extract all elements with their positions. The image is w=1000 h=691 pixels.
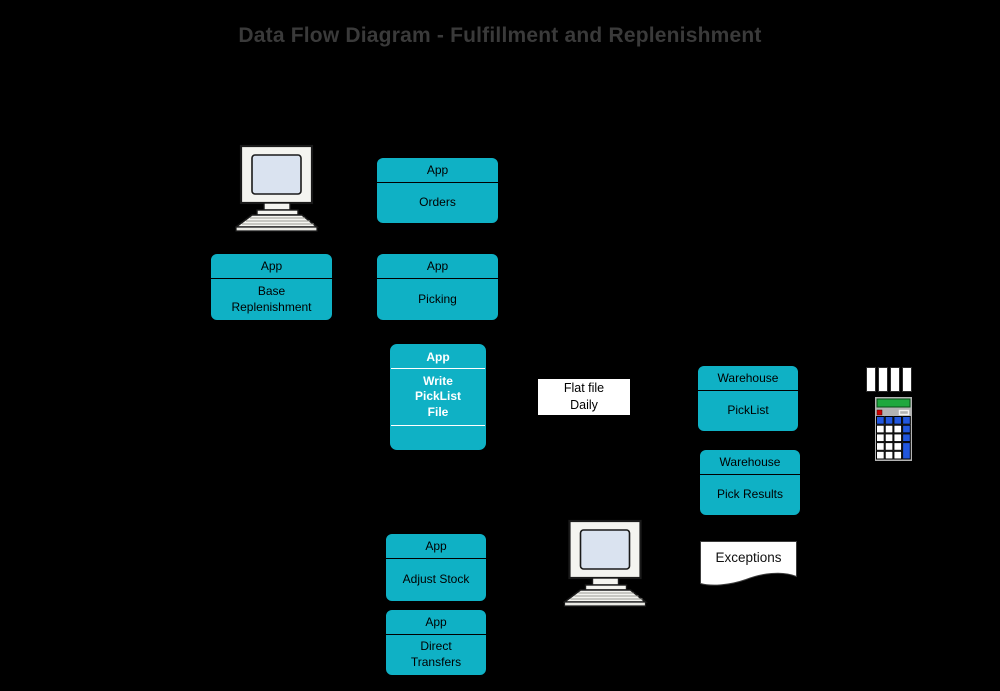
node-app-picking: App Picking — [376, 253, 499, 321]
node-header: Warehouse — [700, 450, 800, 475]
node-app-orders: App Orders — [376, 157, 499, 224]
node-header: Warehouse — [698, 366, 798, 391]
node-label: Picking — [418, 291, 457, 306]
node-app-base-replenishment: App Base Replenishment — [210, 253, 333, 321]
desktop-computer-icon — [235, 144, 319, 232]
node-footer — [391, 425, 485, 449]
paper-strips-icon — [866, 367, 912, 392]
node-label: Pick Results — [716, 487, 784, 502]
node-header: App — [391, 345, 485, 369]
node-label: PickList — [727, 403, 769, 418]
node-app-direct-transfers: App Direct Transfers — [385, 609, 487, 676]
node-exceptions-document: Exceptions — [700, 541, 797, 588]
node-label: Orders — [419, 195, 456, 210]
handheld-terminal-icon — [873, 395, 914, 463]
node-header: App — [386, 610, 486, 635]
node-header: App — [377, 254, 498, 279]
node-header: App — [377, 158, 498, 183]
node-flat-file-daily: Flat file Daily — [536, 377, 632, 417]
diagram-title: Data Flow Diagram - Fulfillment and Repl… — [238, 24, 762, 47]
paper-strip — [866, 367, 876, 392]
node-label: Adjust Stock — [402, 572, 470, 587]
paper-strip — [890, 367, 900, 392]
desktop-computer-icon — [563, 519, 648, 607]
node-header: App — [386, 534, 486, 559]
node-warehouse-picklist: Warehouse PickList — [697, 365, 799, 432]
node-app-adjust-stock: App Adjust Stock — [385, 533, 487, 602]
node-header: App — [211, 254, 332, 279]
paper-strip — [878, 367, 888, 392]
node-label: Write PickList File — [414, 373, 462, 419]
node-warehouse-pick-results: Warehouse Pick Results — [699, 449, 801, 516]
node-app-write-picklist-file: App Write PickList File — [390, 344, 486, 450]
node-label: Exceptions — [715, 550, 782, 565]
document-shape-icon — [700, 541, 797, 586]
node-label: Direct Transfers — [410, 639, 462, 669]
node-label: Base Replenishment — [231, 283, 312, 314]
paper-strip — [902, 367, 912, 392]
